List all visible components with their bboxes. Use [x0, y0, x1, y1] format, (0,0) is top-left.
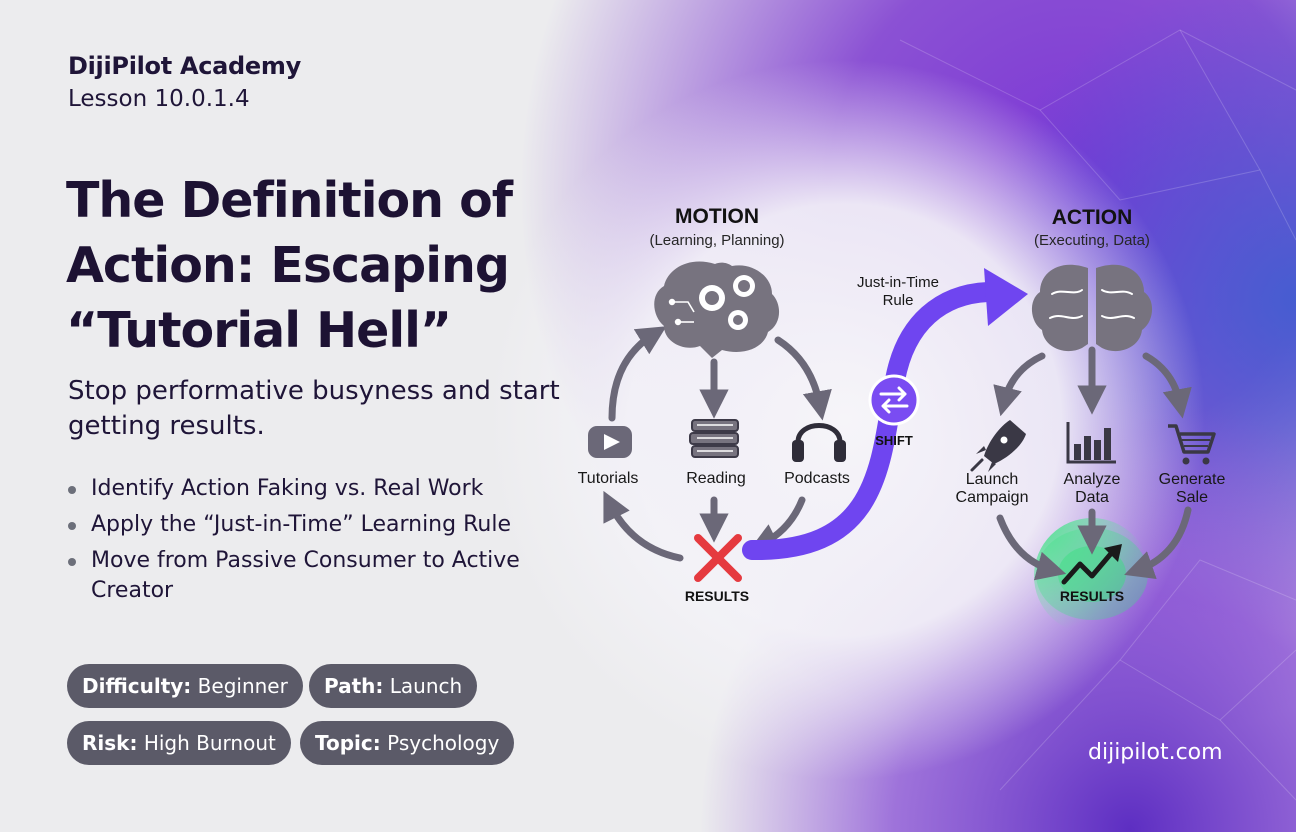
shift-icon	[868, 374, 920, 426]
action-item-analyze-data: Analyze Data	[1044, 471, 1140, 507]
action-flow-arrows	[993, 346, 1192, 581]
rule-label-line-2: Rule	[882, 292, 914, 309]
motion-subtitle: (Learning, Planning)	[649, 232, 785, 249]
shift-label: SHIFT	[875, 433, 913, 448]
motion-item-podcasts: Podcasts	[784, 470, 850, 487]
rule-label: Just-in-Time Rule	[838, 274, 958, 310]
subtitle: Stop performative busyness and start get…	[68, 376, 560, 441]
motion-title: MOTION	[675, 205, 759, 228]
action-item-line-2: Data	[1075, 489, 1109, 506]
badge-value: Psychology	[387, 731, 500, 755]
website-link[interactable]: dijipilot.com	[1088, 740, 1223, 765]
path-badge: Path: Launch	[309, 664, 478, 708]
shopping-cart-icon	[1168, 424, 1216, 465]
risk-badge: Risk: High Burnout	[67, 721, 291, 765]
action-title: ACTION	[1051, 206, 1133, 229]
badge-key: Difficulty:	[82, 674, 192, 698]
difficulty-badge: Difficulty: Beginner	[67, 664, 303, 708]
badge-value: Launch	[389, 674, 463, 698]
motion-brain-icon	[654, 261, 780, 358]
headphones-icon	[792, 423, 846, 462]
shift-arrow-head	[984, 268, 1028, 326]
badge-key: Risk:	[82, 731, 138, 755]
badge-value: High Burnout	[143, 731, 276, 755]
badge-key: Topic:	[315, 731, 381, 755]
key-point: Apply the “Just-in-Time” Learning Rule	[68, 510, 588, 540]
brand-name: DijiPilot Academy	[68, 52, 301, 80]
page-title: The Definition of Action: Escaping “Tuto…	[66, 168, 626, 363]
title-line-3: “Tutorial Hell”	[66, 302, 452, 359]
shift-arrow	[742, 282, 998, 561]
lesson-number: Lesson 10.0.1.4	[68, 86, 250, 112]
red-x-icon	[694, 534, 742, 582]
badge-value: Beginner	[197, 674, 288, 698]
key-points-list: Identify Action Faking vs. Real Work App…	[68, 474, 588, 612]
key-point: Identify Action Faking vs. Real Work	[68, 474, 588, 504]
action-item-line-1: Launch	[965, 471, 1019, 488]
action-item-line-1: Analyze	[1063, 471, 1121, 488]
trend-up-icon	[1061, 544, 1122, 585]
action-results-label: RESULTS	[1059, 588, 1125, 604]
play-video-icon	[588, 426, 632, 458]
action-item-line-2: Sale	[1175, 489, 1209, 506]
action-item-launch-campaign: Launch Campaign	[942, 471, 1042, 507]
motion-results-label: RESULTS	[684, 588, 750, 604]
action-brain-icon	[1031, 264, 1153, 352]
bar-chart-icon	[1066, 422, 1116, 464]
title-line-2: Action: Escaping	[66, 237, 510, 294]
action-item-generate-sale: Generate Sale	[1144, 471, 1240, 507]
motion-item-tutorials: Tutorials	[577, 470, 639, 487]
action-item-line-2: Campaign	[955, 489, 1029, 506]
action-subtitle: (Executing, Data)	[1034, 232, 1150, 249]
title-line-1: The Definition of	[66, 172, 513, 229]
motion-item-reading: Reading	[686, 470, 746, 487]
topic-badge: Topic: Psychology	[300, 721, 515, 765]
rocket-icon	[970, 420, 1026, 472]
motion-cycle-arrows	[603, 326, 832, 562]
rule-label-line-1: Just-in-Time	[857, 274, 939, 291]
action-item-line-1: Generate	[1158, 471, 1226, 488]
books-icon	[689, 419, 739, 458]
badge-key: Path:	[324, 674, 384, 698]
key-point: Move from Passive Consumer to Active Cre…	[68, 546, 588, 606]
